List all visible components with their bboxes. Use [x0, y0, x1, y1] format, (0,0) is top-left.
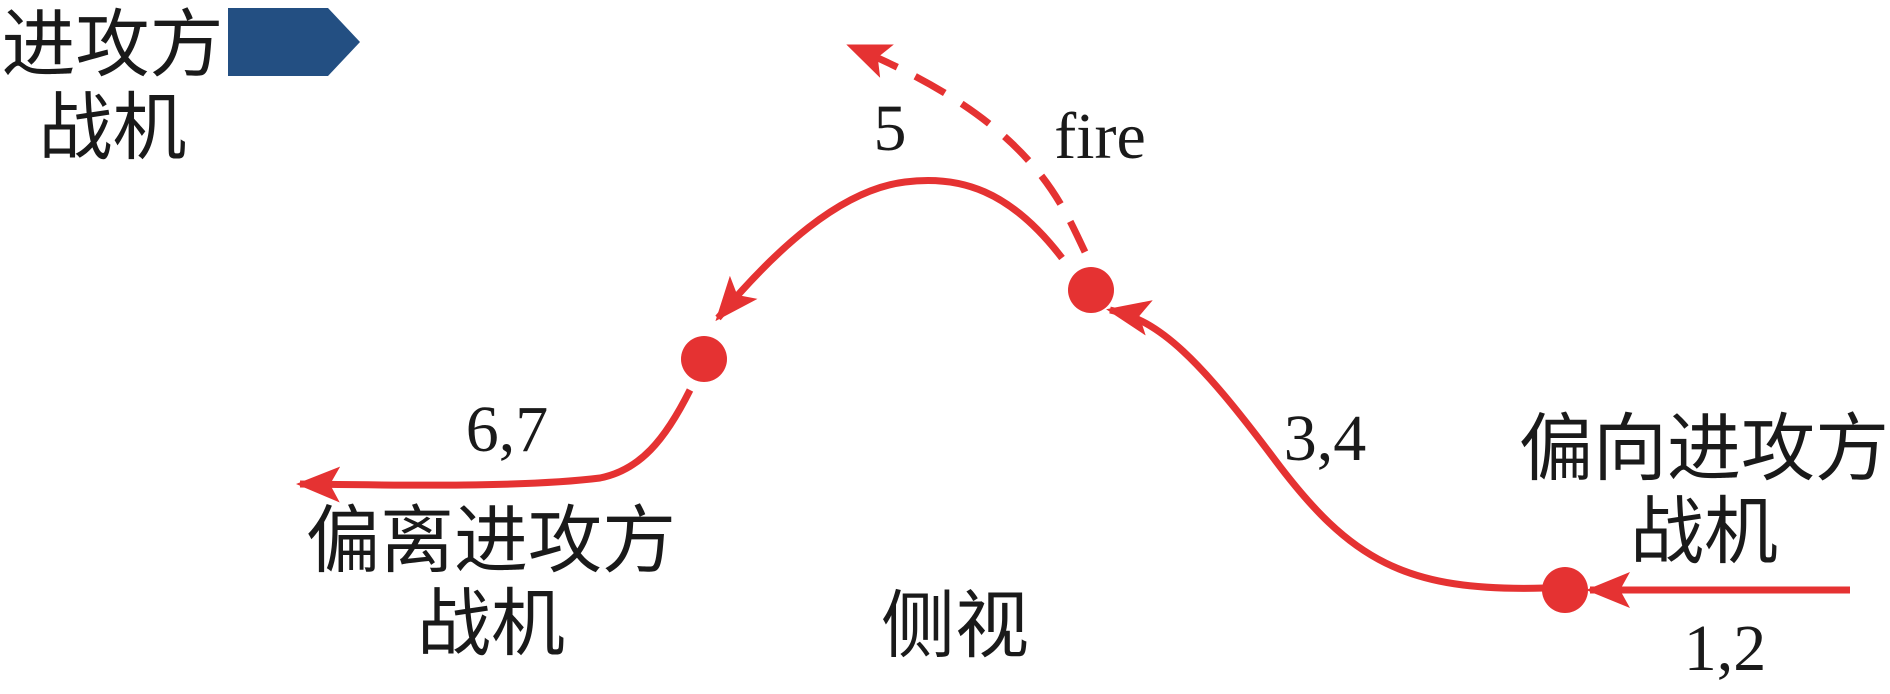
attacker-fighter-icon — [228, 8, 360, 76]
attacker-fighter-label: 进攻方 战机 — [1, 2, 224, 171]
away-from-attacker-label: 偏离进攻方 战机 — [306, 498, 676, 667]
phase-label-1-2: 1,2 — [1683, 612, 1767, 685]
path-segment-arc — [715, 176, 1065, 322]
path-segment-exit — [296, 388, 694, 503]
phase-label-5: 5 — [873, 92, 907, 165]
toward-attacker-label: 偏向进攻方 战机 — [1519, 406, 1889, 575]
side-view-label: 侧视 — [881, 583, 1029, 669]
phase-label-6-7: 6,7 — [465, 393, 549, 466]
maneuver-point-start — [1542, 567, 1588, 613]
maneuver-point-exit — [681, 336, 727, 382]
phase-label-3-4: 3,4 — [1283, 402, 1367, 475]
path-segment-climb — [1106, 300, 1546, 592]
fire-label: fire — [1054, 100, 1146, 173]
fire-trajectory-dashed — [846, 42, 1089, 254]
maneuver-point-fire — [1068, 267, 1114, 313]
